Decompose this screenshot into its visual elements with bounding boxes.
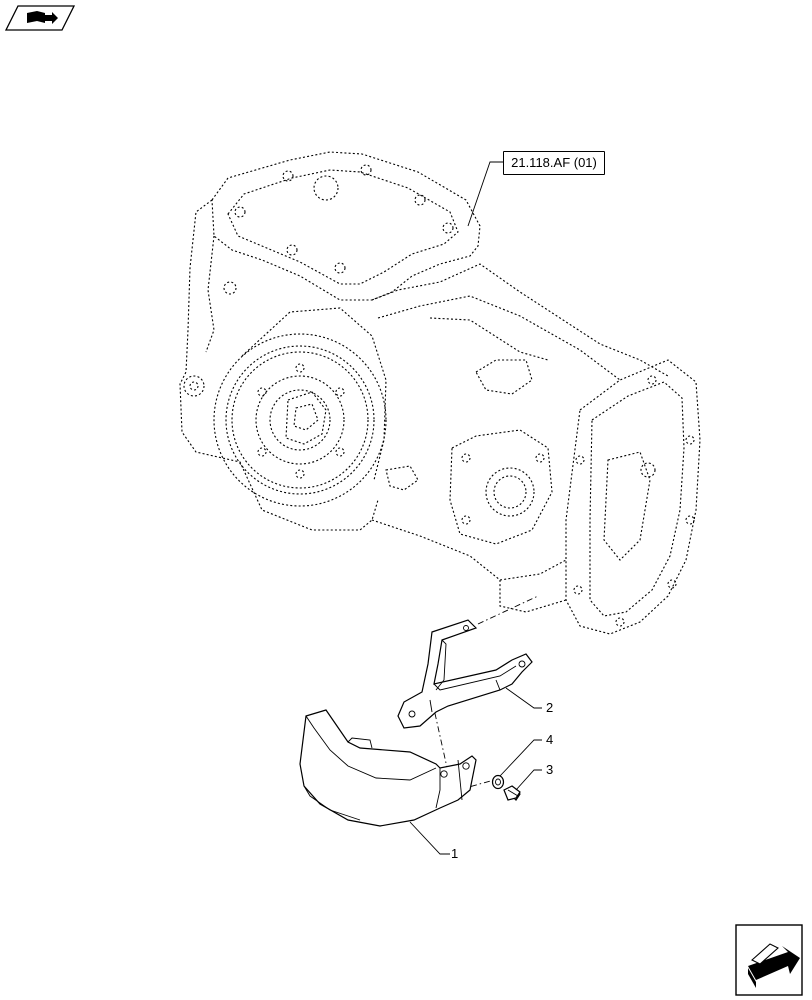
assembly-axis-upper	[477, 595, 539, 625]
part-2-bracket[interactable]	[397, 619, 533, 729]
next-page-arrow-icon[interactable]	[735, 924, 803, 996]
book-arrow-icon[interactable]	[4, 5, 76, 31]
callout-3[interactable]: 3	[546, 762, 554, 777]
assembly-axis-bolt	[457, 779, 495, 791]
callout-1-leader	[409, 821, 450, 855]
callout-2[interactable]: 2	[546, 700, 554, 715]
transmission-housing	[179, 151, 701, 635]
callout-4-leader	[499, 739, 542, 777]
reference-leader-line	[467, 161, 503, 227]
part-4-washer[interactable]	[491, 774, 505, 790]
callout-4[interactable]: 4	[546, 732, 554, 747]
callout-3-leader	[515, 769, 542, 791]
callout-2-leader	[505, 687, 542, 709]
callout-1[interactable]: 1	[451, 846, 459, 861]
reference-label[interactable]: 21.118.AF (01)	[503, 151, 605, 175]
part-1-shield[interactable]	[299, 709, 477, 827]
